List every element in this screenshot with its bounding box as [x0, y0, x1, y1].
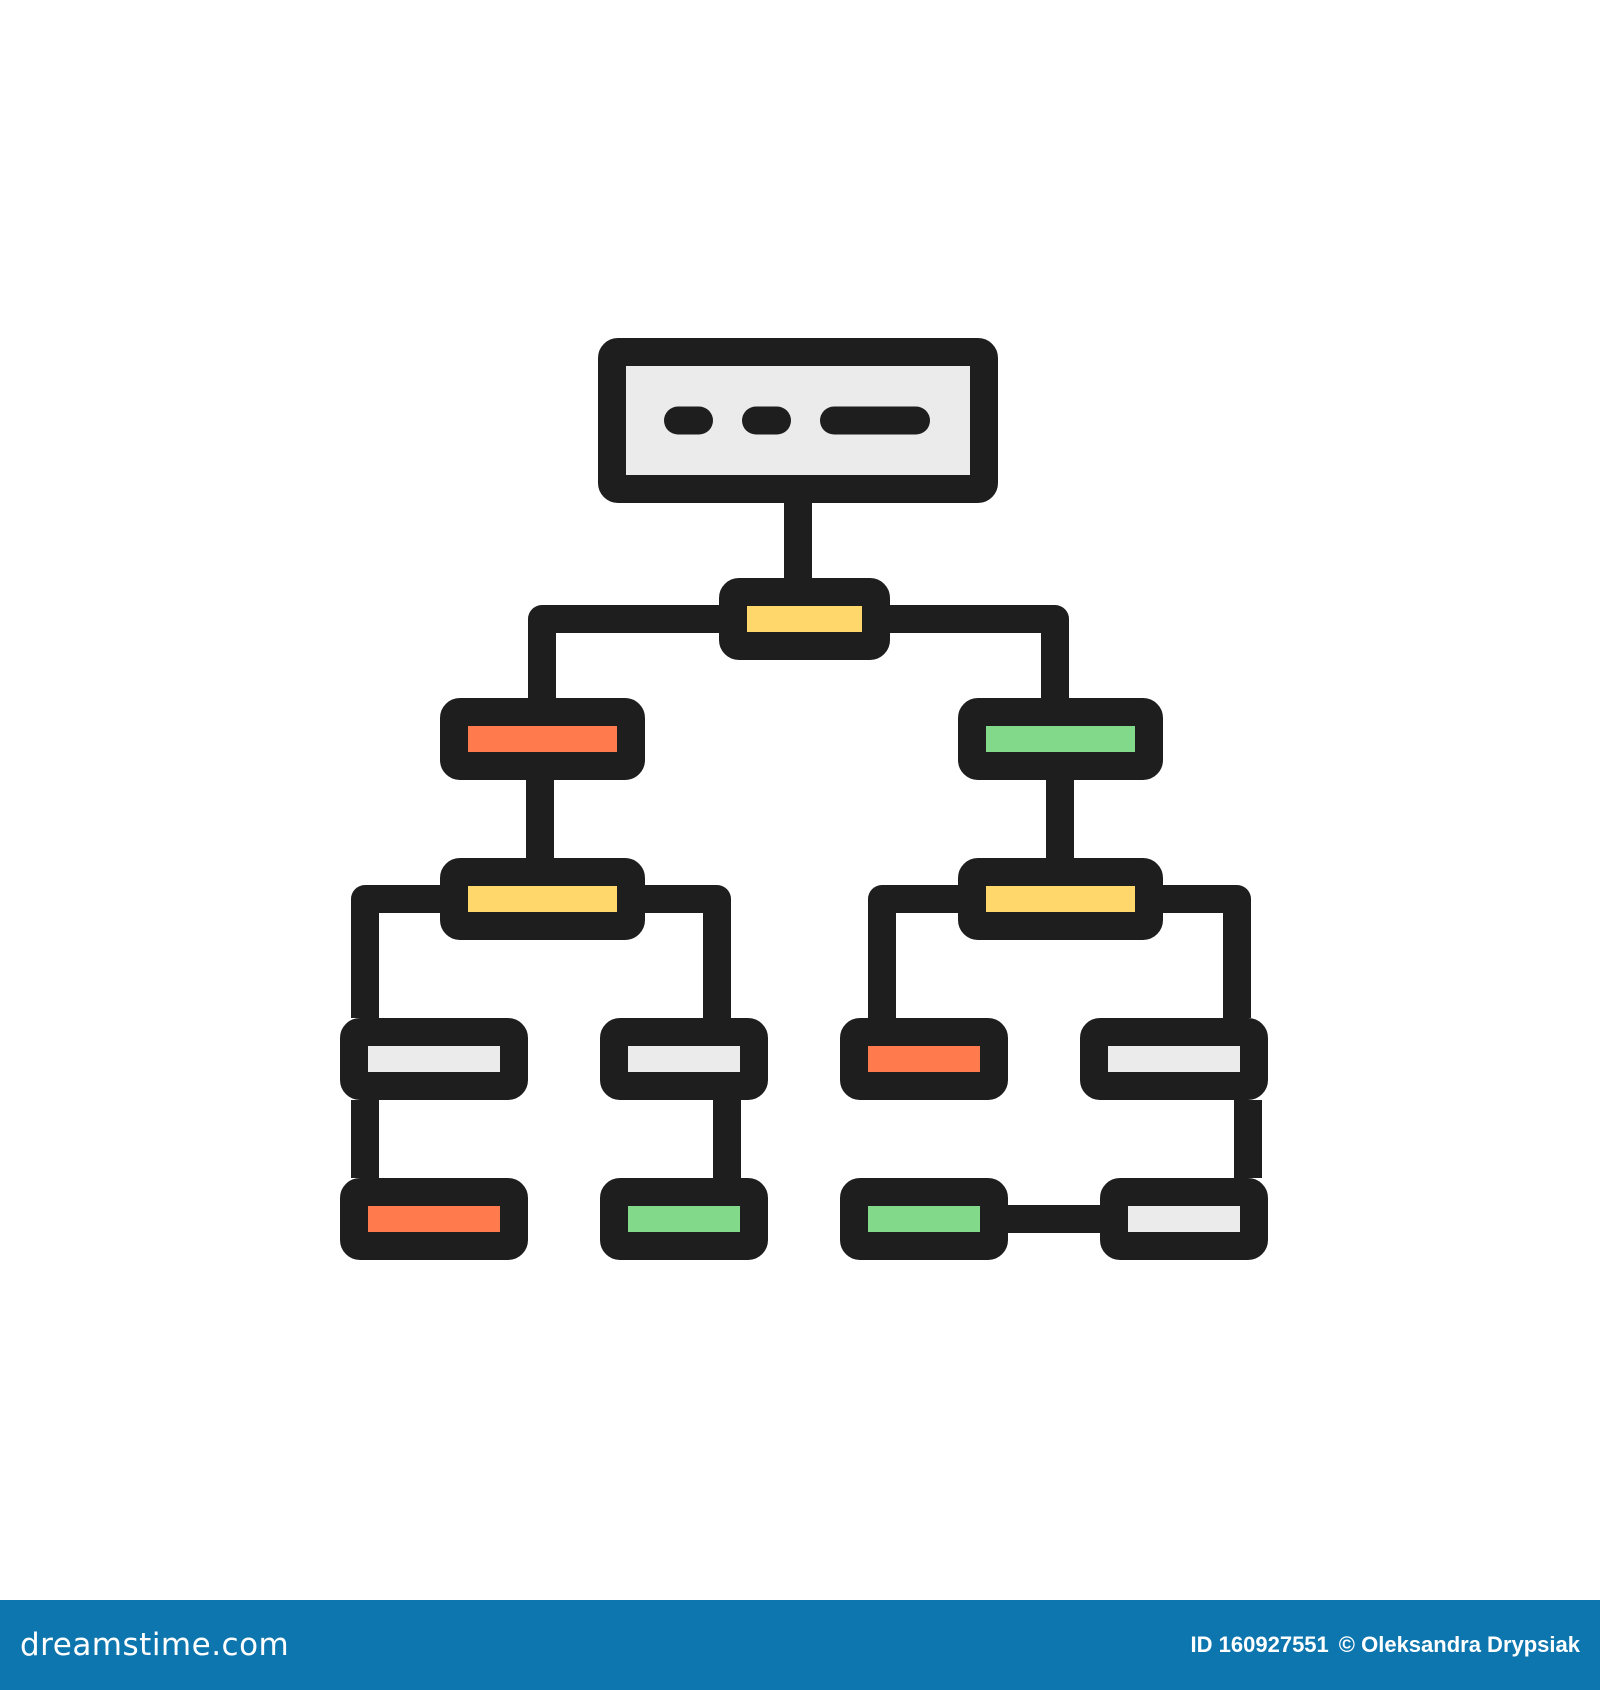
node-box-left-child-2: [600, 1018, 768, 1100]
node-box-left-leaf-1: [340, 1178, 528, 1260]
node-right-leaf-2: [1100, 1178, 1268, 1260]
node-root: [598, 338, 998, 503]
connector-right-hub-to-right-child-1: [868, 885, 958, 1018]
node-left-leaf-2: [600, 1178, 768, 1260]
node-box-right-leaf-1: [840, 1178, 1008, 1260]
node-box-left-hub: [440, 858, 645, 940]
footer-bar: dreamstime.com ID 160927551 © Oleksandra…: [0, 1600, 1600, 1690]
flowchart-diagram: [340, 338, 1268, 1260]
node-box-left-branch: [440, 698, 645, 780]
node-right-hub: [958, 858, 1163, 940]
brand-watermark: dreamstime.com: [20, 1627, 290, 1663]
connector-hub-to-right-branch: [890, 605, 1069, 698]
node-right-branch: [958, 698, 1163, 780]
node-box-right-child-1: [840, 1018, 1008, 1100]
node-box-right-child-2: [1080, 1018, 1268, 1100]
connector-right-hub-to-right-child-2: [1163, 885, 1251, 1018]
image-credit: ID 160927551 © Oleksandra Drypsiak: [1191, 1632, 1580, 1658]
node-box-right-hub: [958, 858, 1163, 940]
flowchart-nodes: [340, 338, 1268, 1260]
node-box-hub: [719, 578, 890, 660]
node-box-left-leaf-2: [600, 1178, 768, 1260]
node-left-branch: [440, 698, 645, 780]
node-left-child-1: [340, 1018, 528, 1100]
node-box-root: [598, 338, 998, 503]
connector-lines: [351, 503, 1262, 1233]
connector-left-hub-to-left-child-1: [351, 885, 440, 1018]
node-box-right-branch: [958, 698, 1163, 780]
author-credit: © Oleksandra Drypsiak: [1338, 1632, 1580, 1657]
node-right-child-2: [1080, 1018, 1268, 1100]
connector-left-hub-to-left-child-2: [645, 885, 731, 1018]
image-id: ID 160927551: [1190, 1632, 1329, 1657]
node-right-child-1: [840, 1018, 1008, 1100]
connector-hub-to-left-branch: [528, 605, 719, 698]
node-left-leaf-1: [340, 1178, 528, 1260]
node-box-right-leaf-2: [1100, 1178, 1268, 1260]
node-left-hub: [440, 858, 645, 940]
node-left-child-2: [600, 1018, 768, 1100]
node-right-leaf-1: [840, 1178, 1008, 1260]
node-box-left-child-1: [340, 1018, 528, 1100]
node-hub: [719, 578, 890, 660]
